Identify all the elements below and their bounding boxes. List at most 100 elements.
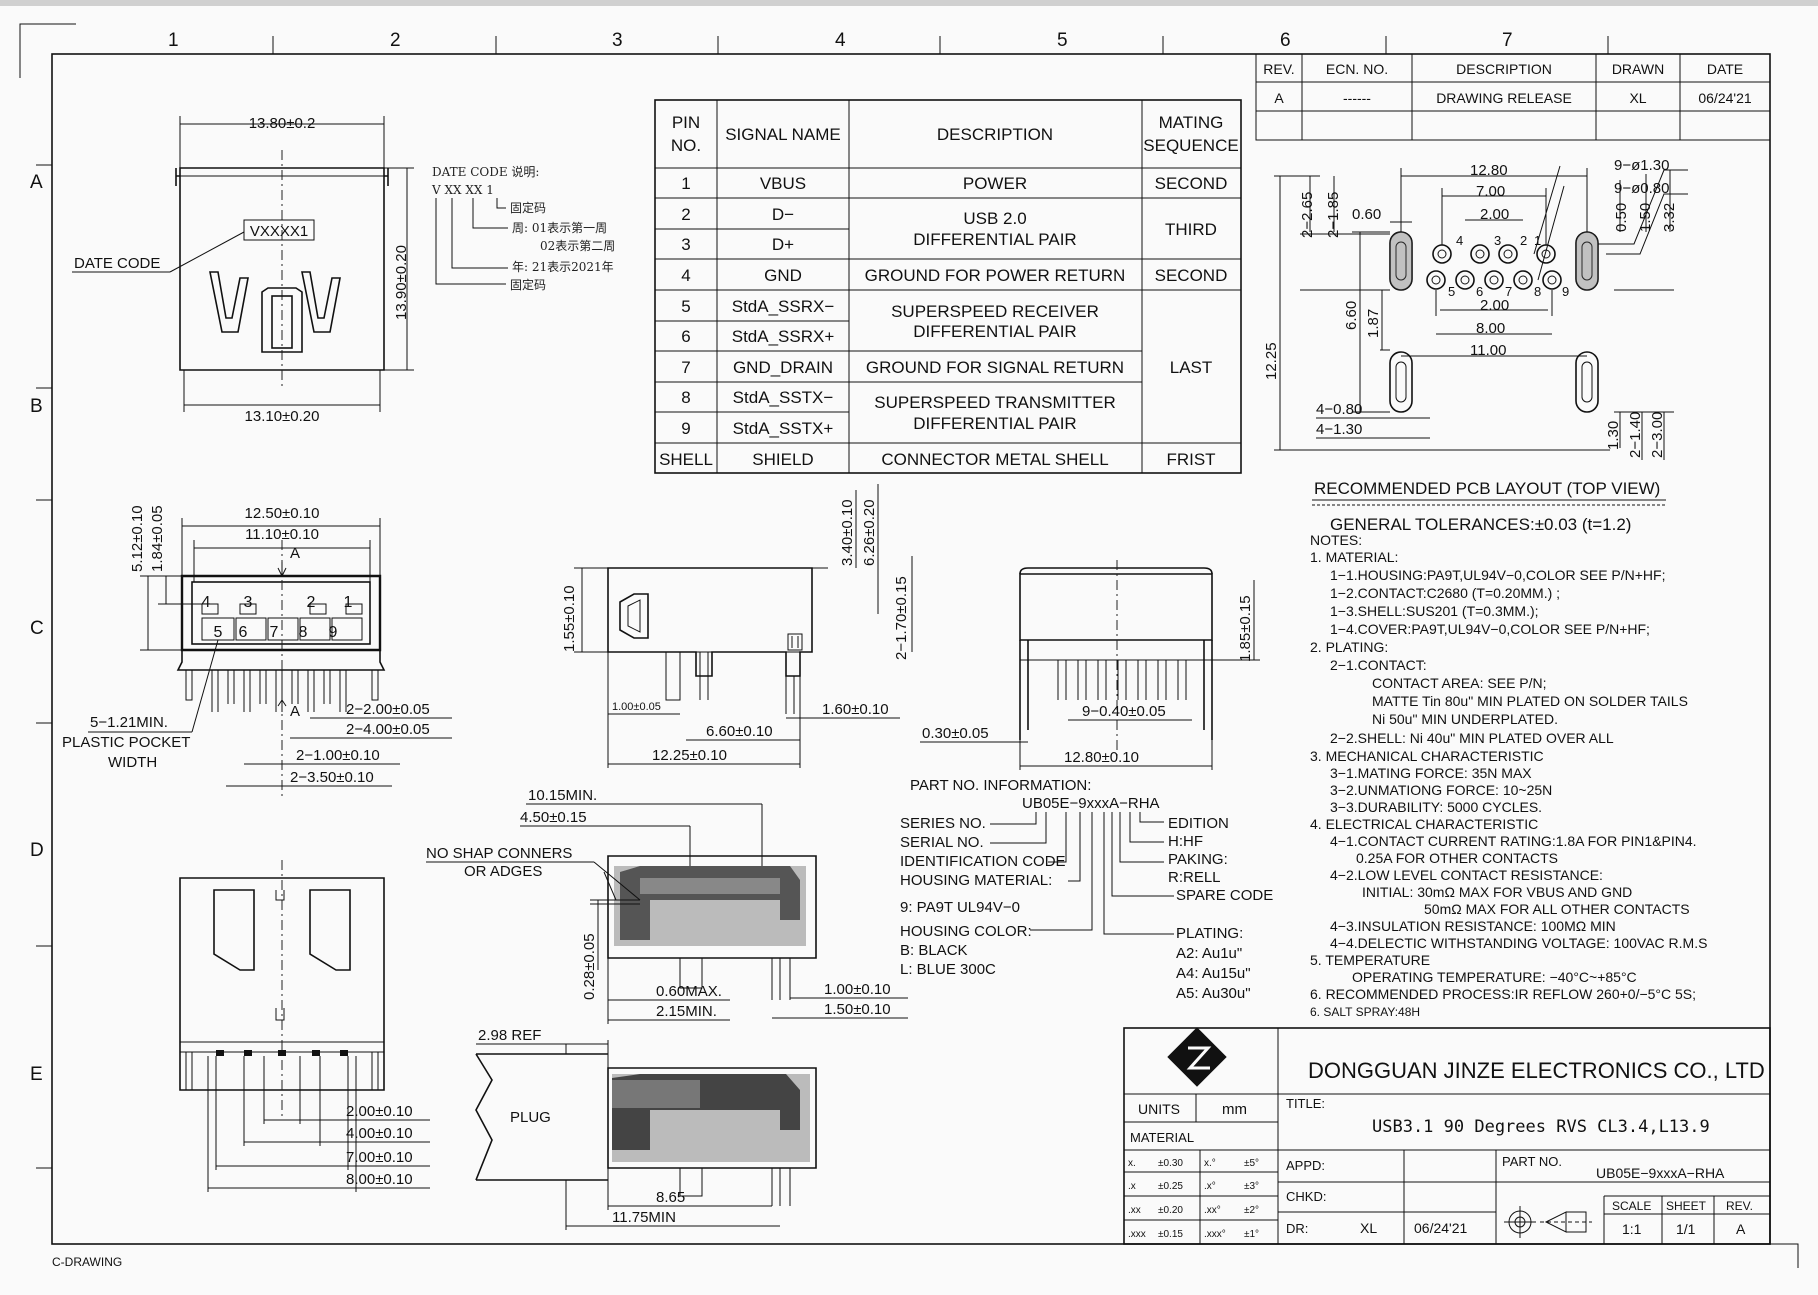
ecn-header: ECN. NO.: [1326, 61, 1388, 77]
note-line: 5. TEMPERATURE: [1310, 952, 1430, 968]
pin-description: POWER: [963, 174, 1027, 193]
ecn-value: ------: [1343, 90, 1371, 106]
solder-tails: [185, 670, 379, 712]
ref-dim: 2.98 REF: [478, 1027, 541, 1044]
side-view: 1.55±0.10 3.40±0.10 6.26±0.20 2−1.70±0.1…: [561, 484, 913, 768]
part-field: SERIAL NO.: [900, 834, 984, 851]
dim-h3: 6.26±0.20: [861, 499, 878, 566]
pin-header: PIN: [672, 113, 700, 132]
tol-cell: .xxx°: [1204, 1229, 1226, 1240]
revision-table: REV. ECN. NO. DESCRIPTION DRAWN DATE A -…: [1255, 53, 1771, 141]
dim-d3: 7.00±0.10: [346, 1149, 413, 1166]
dr-label: DR:: [1286, 1221, 1308, 1236]
date-header: DATE: [1707, 61, 1743, 77]
legend-fixed-2: 固定码: [510, 277, 546, 292]
legend-year: 年: 21表示2021年: [512, 260, 614, 274]
note-line: 3−1.MATING FORCE: 35N MAX: [1330, 765, 1532, 781]
title-label: TITLE:: [1286, 1096, 1325, 1111]
pcb-dim: 12.80: [1470, 162, 1508, 179]
dim-d2: 4.00±0.10: [346, 1125, 413, 1142]
tol-cell: .xx°: [1204, 1205, 1221, 1216]
pcb-dim: 2.00: [1480, 297, 1509, 314]
tol-cell: .x: [1128, 1181, 1136, 1192]
note-line: 1−4.COVER:PA9T,UL94V−0,COLOR SEE P/N+HF;: [1330, 621, 1650, 637]
pcb-dim: 6.60: [1343, 301, 1360, 330]
spring-outline: [213, 889, 351, 971]
note-line: CONTACT AREA: SEE P/N;: [1372, 675, 1547, 691]
pin-number: 7: [681, 358, 690, 377]
note-line: 2−1.CONTACT:: [1330, 657, 1427, 673]
drawing-border: 1 2 3 4 5 6 7 A B C D E C-DRAWING: [0, 0, 1818, 1269]
pcb-dim: 2−1.85: [1325, 192, 1342, 238]
dim-w1: 12.50±0.10: [245, 505, 320, 522]
note-line: 6. SALT SPRAY:48H: [1310, 1005, 1420, 1019]
company-name: DONGGUAN JINZE ELECTRONICS CO., LTD: [1308, 1058, 1765, 1083]
dim-d4: 2−3.50±0.10: [290, 769, 374, 786]
dim-w3: 12.80±0.10: [1064, 749, 1139, 766]
pin-description: DIFFERENTIAL PAIR: [913, 322, 1076, 341]
pcb-dim: 2−3.00: [1649, 412, 1666, 458]
pcb-dim: 9−ø0.80: [1614, 180, 1669, 197]
dim-w1: 9−0.40±0.05: [1082, 703, 1166, 720]
dim-h1: 1.55±0.10: [561, 585, 578, 652]
row-label: E: [30, 1064, 43, 1085]
pin-number: SHELL: [659, 450, 713, 469]
dim-d2: 2−4.00±0.05: [346, 721, 430, 738]
dim-width-top: 13.80±0.2: [249, 115, 316, 132]
plug-label: PLUG: [510, 1109, 551, 1126]
bottom-view: 2.00±0.10 4.00±0.10 7.00±0.10 8.00±0.10: [179, 860, 430, 1192]
rev-header: REV.: [1263, 61, 1294, 77]
dim-h4: 2−1.70±0.15: [893, 576, 910, 660]
note-line: 3−3.DURABILITY: 5000 CYCLES.: [1330, 799, 1542, 815]
legend-code: V XX XX 1: [431, 183, 494, 197]
sheet-label: SHEET: [1666, 1199, 1707, 1213]
rear-view: 1.85±0.15 9−0.40±0.05 0.30±0.05 12.80±0.…: [920, 560, 1260, 770]
pcb-dim: 8.00: [1476, 320, 1505, 337]
note-line: Ni 50u" MIN UNDERPLATED.: [1372, 711, 1558, 727]
note-line: 4−1.CONTACT CURRENT RATING:1.8A FOR PIN1…: [1330, 833, 1697, 849]
datum-label-2: A: [290, 703, 300, 720]
pocket-label-1: 5−1.21MIN.: [90, 714, 168, 731]
pin-description: GROUND FOR SIGNAL RETURN: [866, 358, 1124, 377]
pocket-label-3: WIDTH: [108, 754, 157, 771]
column-label: 2: [390, 30, 401, 51]
pcb-dim: 1.87: [1365, 309, 1382, 338]
part-field: HOUSING COLOR:: [900, 923, 1032, 940]
tol-cell: x.: [1128, 1158, 1136, 1169]
pin-table: PIN NO. SIGNAL NAME DESCRIPTION MATING S…: [654, 99, 1242, 474]
part-field: IDENTIFICATION CODE: [900, 853, 1066, 870]
general-notes: GENERAL TOLERANCES:±0.03 (t=1.2) NOTES: …: [1310, 515, 1707, 1019]
dim-w2: 1.60±0.10: [822, 701, 889, 718]
pcb-dim: 1.30: [1605, 421, 1622, 450]
dim-d1: 8.65: [656, 1189, 685, 1206]
dim-w1: 1.00±0.05: [612, 701, 661, 713]
pcb-pads: [1389, 231, 1599, 413]
legend-week: 周: 01表示第一周: [512, 221, 607, 235]
pcb-pin-label: 7: [1505, 284, 1512, 299]
dim-d3: 0.60MAX.: [656, 983, 722, 1000]
pcb-dim: 3.32: [1661, 203, 1678, 232]
drawn-value: XL: [1629, 90, 1646, 106]
material-label: MATERIAL: [1130, 1130, 1194, 1145]
pin-label: 5: [214, 624, 223, 641]
dim-d1: 10.15MIN.: [528, 787, 597, 804]
pin-label: 9: [329, 624, 338, 641]
dim-d3: 2−1.00±0.10: [296, 747, 380, 764]
pcb-dim: 9−ø1.30: [1614, 157, 1669, 174]
part-field: EDITION: [1168, 815, 1229, 832]
dim-w4: 12.25±0.10: [652, 747, 727, 764]
column-label: 1: [168, 30, 179, 51]
part-field: SPARE CODE: [1176, 887, 1273, 904]
pin-number: 4: [681, 266, 690, 285]
pin-label: 3: [244, 594, 253, 611]
note-line: 0.25A FOR OTHER CONTACTS: [1356, 850, 1558, 866]
note-line: 1−3.SHELL:SUS201 (T=0.3MM.);: [1330, 603, 1539, 619]
legend-week-2: 02表示第二周: [540, 239, 615, 253]
mating-header: SEQUENCE: [1143, 136, 1238, 155]
appd-label: APPD:: [1286, 1158, 1325, 1173]
note-line: 4. ELECTRICAL CHARACTERISTIC: [1310, 816, 1538, 832]
part-no-label: PART NO.: [1502, 1154, 1562, 1169]
mating-value: SECOND: [1155, 174, 1228, 193]
